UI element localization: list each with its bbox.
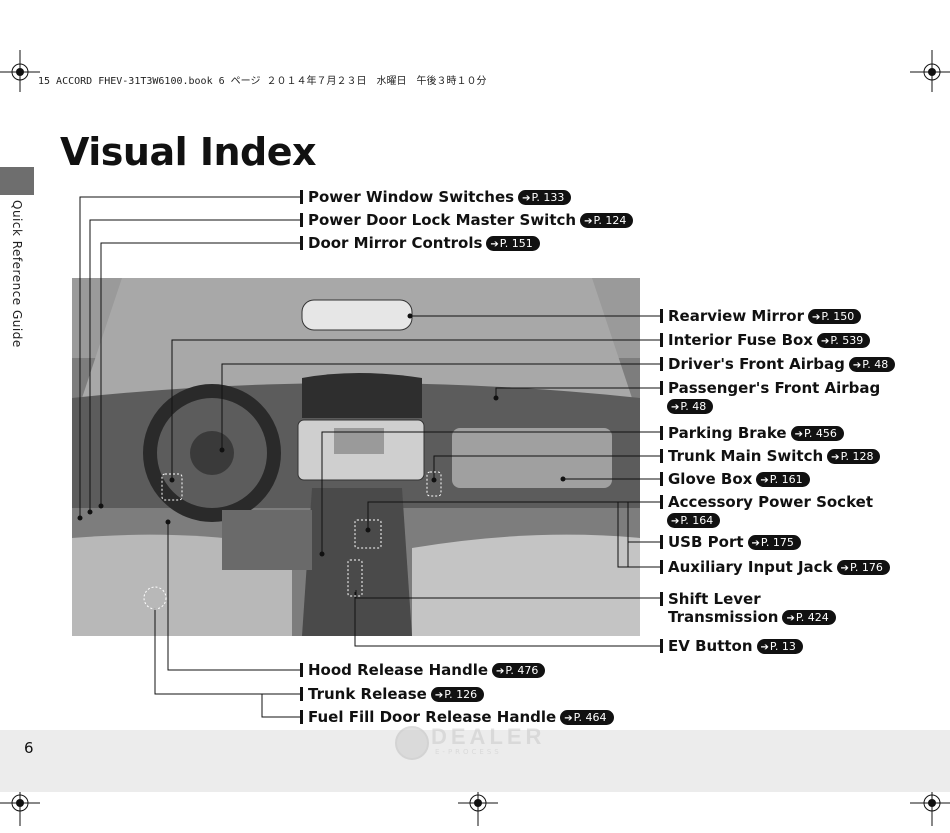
- label-auxiliary-input-jack: Auxiliary Input Jack➔P. 176: [660, 558, 890, 576]
- page-ref-link[interactable]: ➔P. 456: [790, 426, 844, 441]
- arrow-icon: ➔: [751, 538, 760, 549]
- arrow-icon: ➔: [522, 193, 531, 204]
- page-ref-link[interactable]: ➔P. 128: [827, 449, 881, 464]
- label-accessory-power-socket: Accessory Power Socket ➔P. 164: [660, 493, 873, 529]
- dashboard-photo: [72, 278, 640, 636]
- label-fuel-fill-door-release-handle: Fuel Fill Door Release Handle➔P. 464: [300, 708, 614, 726]
- page-number: 6: [24, 739, 34, 757]
- arrow-icon: ➔: [760, 642, 769, 653]
- arrow-icon: ➔: [794, 429, 803, 440]
- page-ref-link[interactable]: ➔P. 150: [807, 309, 862, 324]
- page-ref-link[interactable]: ➔P. 464: [560, 710, 614, 725]
- arrow-icon: ➔: [831, 452, 840, 463]
- label-passengers-front-airbag: Passenger's Front Airbag ➔P. 48: [660, 379, 880, 415]
- page-ref-link[interactable]: ➔P. 175: [747, 535, 801, 550]
- arrow-icon: ➔: [564, 713, 573, 724]
- page-ref-link[interactable]: ➔P. 424: [782, 610, 836, 625]
- label-power-door-lock-master-switch: Power Door Lock Master Switch➔P. 124: [300, 211, 634, 229]
- arrow-icon: ➔: [671, 402, 680, 413]
- label-drivers-front-airbag: Driver's Front Airbag➔P. 48: [660, 355, 896, 373]
- arrow-icon: ➔: [671, 516, 680, 527]
- label-trunk-main-switch: Trunk Main Switch➔P. 128: [660, 447, 881, 465]
- page-title: Visual Index: [60, 130, 317, 174]
- label-trunk-release: Trunk Release➔P. 126: [300, 685, 485, 703]
- arrow-icon: ➔: [490, 239, 499, 250]
- page-ref-link[interactable]: ➔P. 48: [848, 357, 896, 372]
- arrow-icon: ➔: [760, 475, 769, 486]
- arrow-icon: ➔: [786, 613, 795, 624]
- arrow-icon: ➔: [840, 563, 849, 574]
- watermark-logo: DEALER E-PROCESS: [395, 722, 555, 762]
- page-ref-link[interactable]: ➔P. 48: [667, 399, 714, 414]
- arrow-icon: ➔: [811, 312, 821, 323]
- label-hood-release-handle: Hood Release Handle➔P. 476: [300, 661, 546, 679]
- footer-band: [0, 730, 950, 792]
- watermark-globe-icon: [395, 726, 429, 760]
- page-ref-link[interactable]: ➔P. 539: [816, 333, 871, 348]
- arrow-icon: ➔: [820, 336, 830, 347]
- page-ref-link[interactable]: ➔P. 161: [756, 472, 810, 487]
- arrow-icon: ➔: [434, 690, 444, 701]
- book-header: 15 ACCORD FHEV-31T3W6100.book 6 ページ ２０１４…: [38, 76, 487, 87]
- arrow-icon: ➔: [584, 216, 593, 227]
- page-ref-link[interactable]: ➔P. 151: [486, 236, 540, 251]
- arrow-icon: ➔: [496, 666, 505, 677]
- dashboard-illustration: [72, 278, 640, 636]
- label-rearview-mirror: Rearview Mirror➔P. 150: [660, 307, 862, 325]
- page-ref-link[interactable]: ➔P. 126: [430, 687, 485, 702]
- page-ref-link[interactable]: ➔P. 164: [667, 513, 721, 528]
- label-parking-brake: Parking Brake➔P. 456: [660, 424, 844, 442]
- label-power-window-switches: Power Window Switches➔P. 133: [300, 188, 572, 206]
- label-glove-box: Glove Box➔P. 161: [660, 470, 810, 488]
- page-ref-link[interactable]: ➔P. 133: [518, 190, 572, 205]
- label-ev-button: EV Button➔P. 13: [660, 637, 803, 655]
- section-tab: [0, 167, 34, 195]
- page-ref-link[interactable]: ➔P. 124: [580, 213, 634, 228]
- label-door-mirror-controls: Door Mirror Controls➔P. 151: [300, 234, 540, 252]
- arrow-icon: ➔: [852, 360, 862, 371]
- page-ref-link[interactable]: ➔P. 476: [492, 663, 546, 678]
- label-interior-fuse-box: Interior Fuse Box➔P. 539: [660, 331, 871, 349]
- page-ref-link[interactable]: ➔P. 13: [756, 639, 803, 654]
- label-usb-port: USB Port➔P. 175: [660, 533, 801, 551]
- label-shift-lever: Shift Lever Transmission➔P. 424: [660, 590, 836, 626]
- side-label: Quick Reference Guide: [10, 200, 24, 348]
- page-ref-link[interactable]: ➔P. 176: [836, 560, 890, 575]
